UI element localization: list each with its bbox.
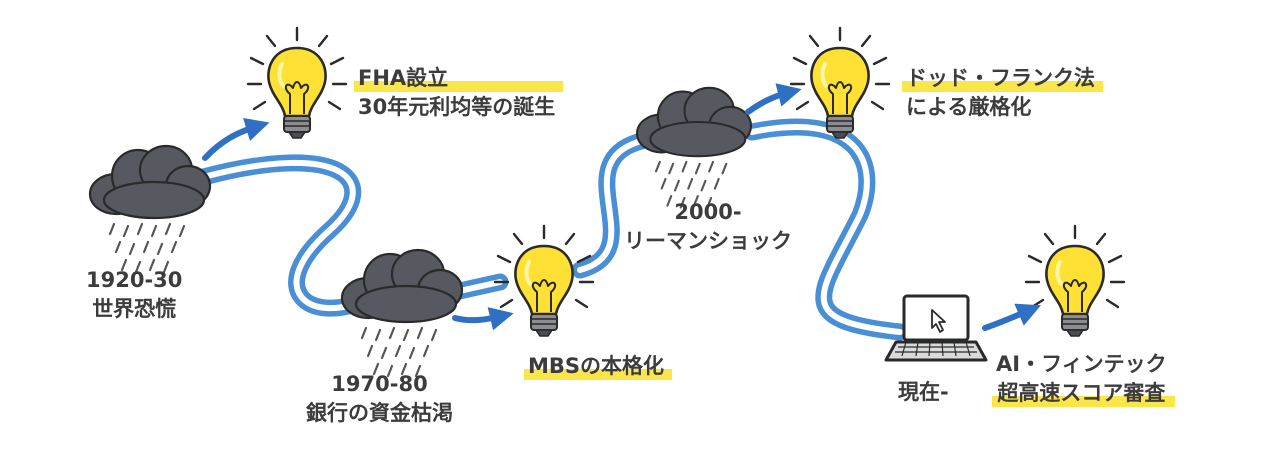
storm-cloud-icon <box>88 144 212 274</box>
response-detail: による厳格化 <box>906 95 1032 119</box>
label-dodd-frank: ドッド・フランク法 による厳格化 <box>902 64 1103 122</box>
event-text: 銀行の資金枯渇 <box>306 401 453 425</box>
response-title: ドッド・フランク法 <box>902 64 1103 93</box>
event-text: リーマンショック <box>624 229 792 253</box>
label-1920-great-depression: 1920-30 世界恐慌 <box>86 266 182 324</box>
label-present: 現在- <box>898 378 949 407</box>
label-ai-fintech: AI・フィンテック 超高速スコア審査 <box>992 350 1175 408</box>
label-mbs: MBSの本格化 <box>523 352 673 381</box>
response-title: AI・フィンテック <box>996 352 1167 376</box>
period-text: 2000- <box>674 200 742 224</box>
period-text: 1970-80 <box>331 372 428 396</box>
arrow-icon <box>982 303 1042 331</box>
arrow-icon <box>202 117 270 161</box>
arrow-icon <box>745 83 802 115</box>
label-2000-lehman: 2000- リーマンショック <box>624 198 792 256</box>
label-1970-bank-funding: 1970-80 銀行の資金枯渇 <box>306 370 453 428</box>
arrow-icon <box>452 307 514 331</box>
response-title: FHA設立 <box>353 64 564 93</box>
period-text: 1920-30 <box>86 268 183 292</box>
response-detail: 30年元利均等の誕生 <box>358 95 556 119</box>
response-detail: 超高速スコア審査 <box>992 379 1175 408</box>
storm-cloud-icon <box>635 86 753 209</box>
lightbulb-icon <box>246 26 348 140</box>
event-text: 世界恐慌 <box>92 297 177 321</box>
storm-cloud-icon <box>340 248 464 378</box>
response-title: MBSの本格化 <box>523 352 673 381</box>
lightbulb-icon <box>493 224 595 338</box>
period-text: 現在- <box>898 380 949 404</box>
cursor-icon <box>931 309 946 333</box>
label-fha: FHA設立 30年元利均等の誕生 <box>353 64 564 122</box>
lightbulb-icon <box>1024 224 1126 338</box>
